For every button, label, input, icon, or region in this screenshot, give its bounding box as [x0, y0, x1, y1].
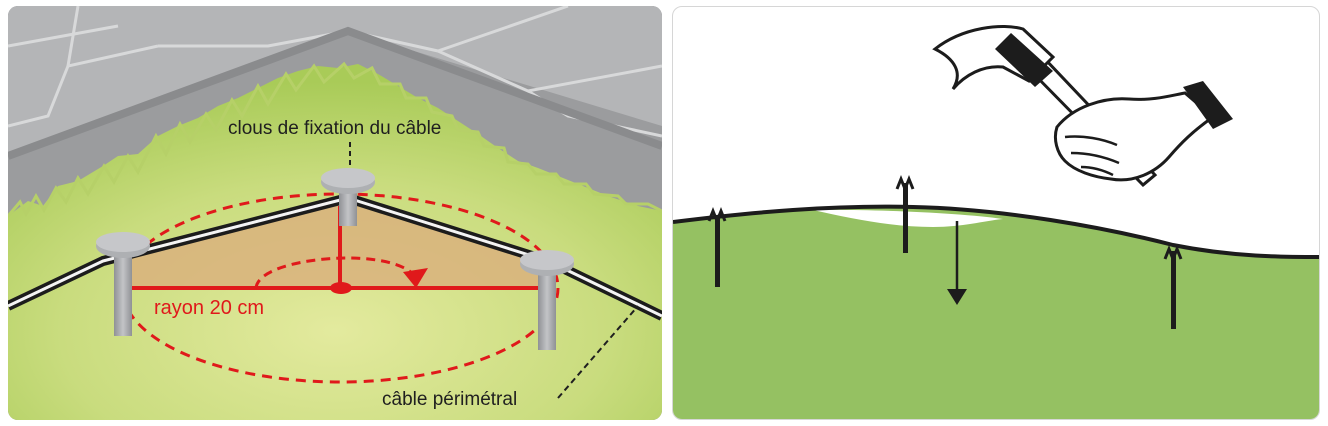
peg-installation-drawing [673, 25, 1319, 419]
peg-installation-panel [672, 6, 1320, 420]
cable-layout-drawing [8, 6, 662, 420]
radius-indicator [124, 206, 553, 294]
rotation-arrow-icon [403, 268, 428, 288]
cable-layout-panel: clous de fixation du câble rayon 20 cm c… [8, 6, 662, 420]
perimeter-cable-label: câble périmétral [382, 389, 518, 410]
cable-leader-line [557, 305, 639, 399]
radius-label: rayon 20 cm [154, 297, 265, 319]
cable-peg-icon [96, 232, 150, 336]
hand-icon [1053, 81, 1233, 182]
cable-peg-icon [520, 250, 574, 350]
cable-peg-icon [895, 174, 915, 253]
ground-surface [673, 206, 1319, 419]
fixing-nails-label: clous de fixation du câble [228, 118, 442, 139]
cable-peg-icon [1163, 244, 1183, 329]
perimeter-cable [673, 204, 1319, 259]
radius-zone-outline [120, 192, 560, 384]
cable-peg-icon [707, 206, 727, 287]
arrow-down-icon [947, 221, 967, 305]
cable-peg-icon [321, 168, 375, 226]
